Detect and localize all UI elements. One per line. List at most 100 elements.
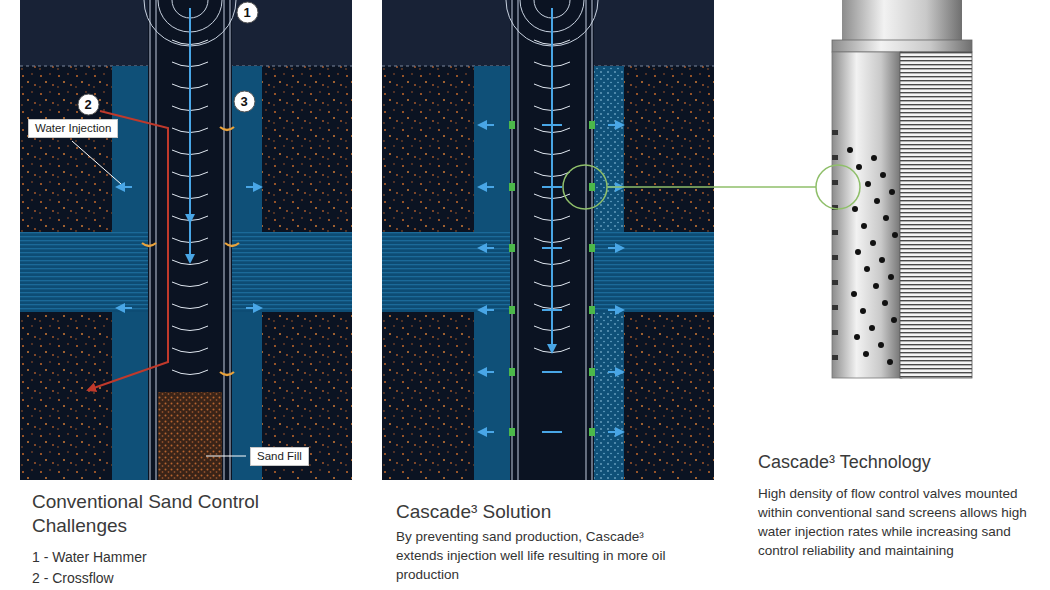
injection-arrow xyxy=(608,124,623,126)
valve-notch xyxy=(832,355,838,360)
pressure-wave xyxy=(172,326,208,331)
pipe-hole xyxy=(873,283,879,289)
callout-circle xyxy=(78,94,99,115)
pipe-hole xyxy=(864,266,870,272)
pipe-hole xyxy=(891,317,897,323)
flow-control-valve xyxy=(589,244,595,252)
valve-notch xyxy=(832,130,838,135)
valve-notch xyxy=(832,280,838,285)
casing-line xyxy=(517,0,518,480)
pipe-hole xyxy=(888,274,894,280)
injection-arrow xyxy=(479,371,494,373)
panel-body: High density of flow control valves moun… xyxy=(758,484,1030,560)
pipe-hole xyxy=(874,198,880,204)
valve-notch xyxy=(832,155,838,160)
node-text: Sand Fill xyxy=(257,450,302,462)
sand-inflow xyxy=(142,243,156,246)
valve-notch xyxy=(832,330,838,335)
casing-line xyxy=(511,0,512,480)
node-text: Water Injection xyxy=(35,122,111,134)
injection-arrow xyxy=(117,186,132,188)
pressure-wave xyxy=(172,370,208,375)
injection-arrow xyxy=(246,186,261,188)
wellbore xyxy=(510,0,594,480)
valve-notch xyxy=(832,230,838,235)
panel-heading: Conventional Sand Control Challenges xyxy=(32,490,322,538)
pipe-hole xyxy=(856,164,862,170)
legend-item: 2 - Crossflow xyxy=(32,569,322,587)
casing-line xyxy=(585,0,586,480)
flow-arrow xyxy=(189,60,191,262)
valve-notch xyxy=(832,255,838,260)
formation xyxy=(382,0,714,480)
pipe-hole xyxy=(883,215,889,221)
injection-arrow xyxy=(608,431,623,433)
pipe-hole xyxy=(889,189,895,195)
crossflow-arrow xyxy=(88,111,168,390)
callout-circle xyxy=(237,2,258,23)
callout-number: 3 xyxy=(233,90,256,113)
sand-inflow xyxy=(225,243,239,246)
injection-arrow xyxy=(479,124,494,126)
valve-notch xyxy=(832,305,838,310)
flow-control-valve xyxy=(589,121,595,129)
flow-control-valve xyxy=(509,244,515,252)
pipe-hole xyxy=(887,359,893,365)
sand-fill xyxy=(158,392,222,480)
flow-dash xyxy=(542,247,562,249)
pipe-hole xyxy=(855,249,861,255)
injection-arrow xyxy=(479,431,494,433)
pipe-hole xyxy=(871,155,877,161)
injection-arrow xyxy=(479,247,494,249)
injection-arrow xyxy=(608,309,623,311)
collar xyxy=(832,40,972,52)
casing-line xyxy=(155,0,156,480)
pipe-hole xyxy=(847,147,853,153)
pipe-hole xyxy=(863,351,869,357)
node-text: 2 xyxy=(84,97,91,112)
pipe-hole xyxy=(865,181,871,187)
well-panel xyxy=(382,0,714,480)
cascade-tool xyxy=(563,0,972,378)
pipe-hole xyxy=(892,232,898,238)
leader-line xyxy=(72,141,121,184)
label-box: Water Injection xyxy=(28,119,118,138)
injection-arrow xyxy=(479,186,494,188)
legend-item: 1 - Water Hammer xyxy=(32,548,322,566)
pipe-hole xyxy=(870,240,876,246)
flow-control-valve xyxy=(509,428,515,436)
pipe-hole xyxy=(878,342,884,348)
pipe-hole xyxy=(854,334,860,340)
flow-dash xyxy=(542,124,562,126)
formation xyxy=(20,0,352,480)
well-panels xyxy=(20,0,714,480)
sand-inflow xyxy=(220,127,234,130)
node-text: 1 xyxy=(243,5,250,20)
sand-inflow xyxy=(220,372,234,375)
wellbore xyxy=(148,0,232,480)
zoom-circle xyxy=(816,165,860,209)
injection-arrow xyxy=(608,371,623,373)
flow-dash xyxy=(542,431,562,433)
flow-control-valve xyxy=(589,306,595,314)
pipe-hole xyxy=(860,308,866,314)
base-pipe xyxy=(832,52,902,378)
panel-body: By preventing sand production, Cascade³ … xyxy=(396,527,668,584)
flow-dash xyxy=(542,309,562,311)
pipe-hole xyxy=(882,300,888,306)
casing-line xyxy=(229,0,230,480)
sand-screen xyxy=(900,52,972,378)
pressure-wave xyxy=(172,282,208,287)
label-box: Sand Fill xyxy=(250,447,309,466)
valve-notch xyxy=(832,180,838,185)
callout-number: 2 xyxy=(77,93,100,116)
pipe-hole xyxy=(880,172,886,178)
flow-dash xyxy=(542,371,562,373)
flow-control-valve xyxy=(509,306,515,314)
leader-lines xyxy=(72,111,246,456)
callout-number: 1 xyxy=(236,1,259,24)
pipe-hole xyxy=(861,223,867,229)
pipe-hole xyxy=(852,206,858,212)
casing-line xyxy=(591,0,592,480)
